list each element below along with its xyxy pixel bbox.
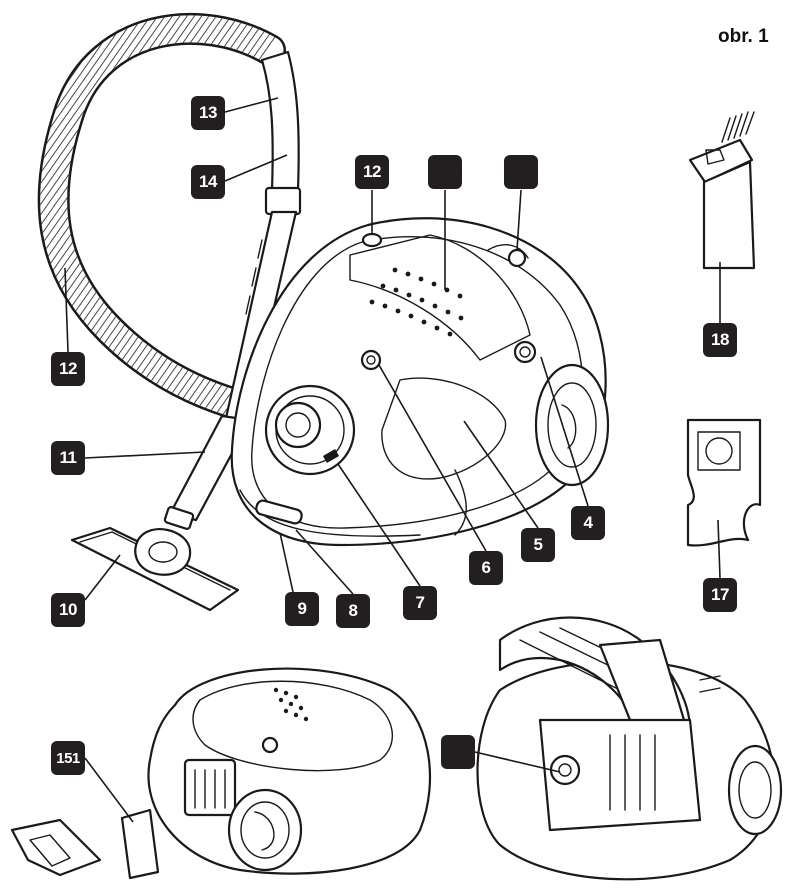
callout-12-button: 12 — [355, 155, 389, 189]
callout-8: 8 — [336, 594, 370, 628]
floor-nozzle — [70, 526, 240, 612]
callout-7: 7 — [403, 586, 437, 620]
vacuum-open-view — [476, 616, 783, 881]
callout-5: 5 — [521, 528, 555, 562]
callout-17: 17 — [703, 578, 737, 612]
callout-12-hose: 12 — [51, 352, 85, 386]
exhaust-filter — [10, 808, 160, 880]
callout-9: 9 — [285, 592, 319, 626]
callout-14: 14 — [191, 165, 225, 199]
callout-18: 18 — [703, 323, 737, 357]
vent-grille — [369, 267, 464, 337]
hose — [37, 12, 301, 431]
callout-11: 11 — [51, 441, 85, 475]
callout-13: 13 — [191, 96, 225, 130]
dust-bag — [686, 418, 762, 547]
handle-and-tube — [163, 50, 302, 530]
callout-151: 151 — [51, 741, 85, 775]
brush-attachment — [688, 111, 756, 270]
callout-4: 4 — [571, 506, 605, 540]
callout-blank-top-cover — [428, 155, 462, 189]
leader-lines — [64, 97, 721, 823]
vacuum-rear-view — [147, 667, 432, 875]
figure-title: obr. 1 — [718, 26, 769, 47]
vacuum-main-body — [230, 217, 610, 547]
callout-10: 10 — [51, 593, 85, 627]
callout-blank-carry-handle — [504, 155, 538, 189]
callout-blank-bag-holder — [441, 735, 475, 769]
callout-6: 6 — [469, 551, 503, 585]
